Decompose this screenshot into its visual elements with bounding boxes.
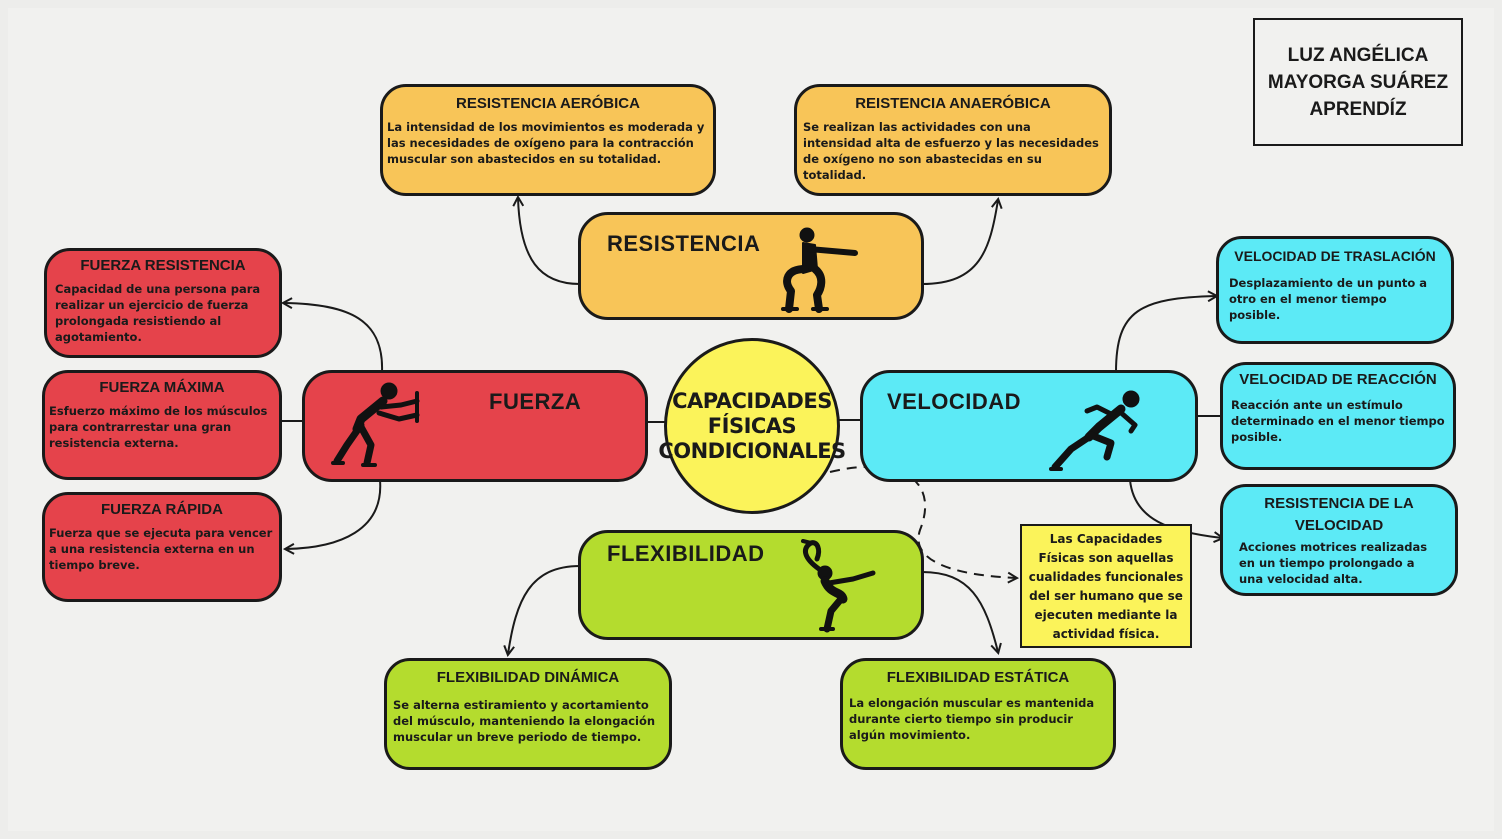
central-topic-line1: CAPACIDADES [672, 388, 832, 413]
velocidad-resistencia-title: RESISTENCIA DE LA VELOCIDAD [1264, 495, 1414, 534]
fuerza-hub-title: FUERZA [489, 389, 582, 414]
fuerza-rapida-title: FUERZA RÁPIDA [101, 501, 223, 518]
fuerza-maxima-card: FUERZA MÁXIMA Esfuerzo máximo de los mús… [42, 370, 282, 480]
pushing-figure-icon [331, 382, 420, 467]
dancer-pose-figure-icon [801, 539, 876, 633]
resistencia-aerobica-card: RESISTENCIA AERÓBICA La intensidad de lo… [380, 84, 716, 196]
resistencia-anaerobica-title: REISTENCIA ANAERÓBICA [855, 95, 1051, 112]
resistencia-aerobica-text: La intensidad de los movimientos es mode… [387, 120, 705, 166]
fuerza-rapida-card: FUERZA RÁPIDA Fuerza que se ejecuta para… [42, 492, 282, 602]
sprinter-figure-icon [1049, 390, 1140, 471]
definition-note: Las Capacidades Físicas son aquellas cua… [1020, 524, 1192, 648]
fuerza-maxima-text: Esfuerzo máximo de los músculos para con… [49, 404, 268, 450]
flexibilidad-estatica-title: FLEXIBILIDAD ESTÁTICA [886, 669, 1070, 686]
resistencia-hub-title: RESISTENCIA [607, 231, 761, 256]
velocidad-hub: VELOCIDAD [860, 370, 1198, 482]
velocidad-traslacion-title: VELOCIDAD DE TRASLACIÓN [1234, 248, 1436, 264]
velocidad-resistencia-card: RESISTENCIA DE LA VELOCIDAD Acciones mot… [1220, 484, 1458, 596]
author-name-line1: LUZ ANGÉLICA [1287, 44, 1429, 66]
flexibilidad-dinamica-title: FLEXIBILIDAD DINÁMICA [436, 669, 620, 686]
velocidad-reaccion-title: VELOCIDAD DE REACCIÓN [1239, 371, 1437, 388]
flexibilidad-estatica-card: FLEXIBILIDAD ESTÁTICA La elongación musc… [840, 658, 1116, 770]
flexibilidad-hub: FLEXIBILIDAD [578, 530, 924, 640]
central-topic-line3: CONDICIONALES [658, 438, 846, 463]
fuerza-resistencia-text: Capacidad de una persona para realizar u… [55, 282, 261, 344]
flexibilidad-dinamica-card: FLEXIBILIDAD DINÁMICA Se alterna estiram… [384, 658, 672, 770]
velocidad-traslacion-card: VELOCIDAD DE TRASLACIÓN Desplazamiento d… [1216, 236, 1454, 344]
fuerza-resistencia-card: FUERZA RESISTENCIA Capacidad de una pers… [44, 248, 282, 358]
velocidad-resistencia-text: Acciones motrices realizadas en un tiemp… [1239, 540, 1428, 586]
resistencia-anaerobica-card: REISTENCIA ANAERÓBICA Se realizan las ac… [794, 84, 1112, 196]
author-role: APRENDÍZ [1309, 98, 1407, 120]
author-name-line2: MAYORGA SUÁREZ [1267, 71, 1449, 93]
flexibilidad-estatica-text: La elongación muscular es mantenida dura… [849, 696, 1095, 742]
velocidad-hub-title: VELOCIDAD [887, 389, 1022, 414]
fuerza-maxima-title: FUERZA MÁXIMA [99, 379, 225, 396]
resistencia-aerobica-title: RESISTENCIA AERÓBICA [456, 95, 640, 112]
flexibilidad-hub-title: FLEXIBILIDAD [607, 541, 765, 566]
author-box: LUZ ANGÉLICA MAYORGA SUÁREZ APRENDÍZ [1253, 18, 1463, 146]
flexibilidad-dinamica-text: Se alterna estiramiento y acortamiento d… [393, 698, 656, 744]
fuerza-resistencia-title: FUERZA RESISTENCIA [80, 257, 246, 274]
resistencia-anaerobica-text: Se realizan las actividades con una inte… [803, 120, 1099, 182]
central-topic: CAPACIDADES FÍSICAS CONDICIONALES [658, 338, 846, 514]
resistencia-hub: RESISTENCIA [578, 212, 924, 320]
central-topic-line2: FÍSICAS [707, 413, 797, 438]
squat-figure-icon [781, 227, 858, 313]
fuerza-hub: FUERZA [302, 370, 648, 482]
velocidad-traslacion-text: Desplazamiento de un punto a otro en el … [1229, 276, 1428, 322]
fuerza-rapida-text: Fuerza que se ejecuta para vencer a una … [49, 526, 273, 572]
velocidad-reaccion-card: VELOCIDAD DE REACCIÓN Reacción ante un e… [1220, 362, 1456, 470]
velocidad-reaccion-text: Reacción ante un estímulo determinado en… [1231, 398, 1445, 444]
